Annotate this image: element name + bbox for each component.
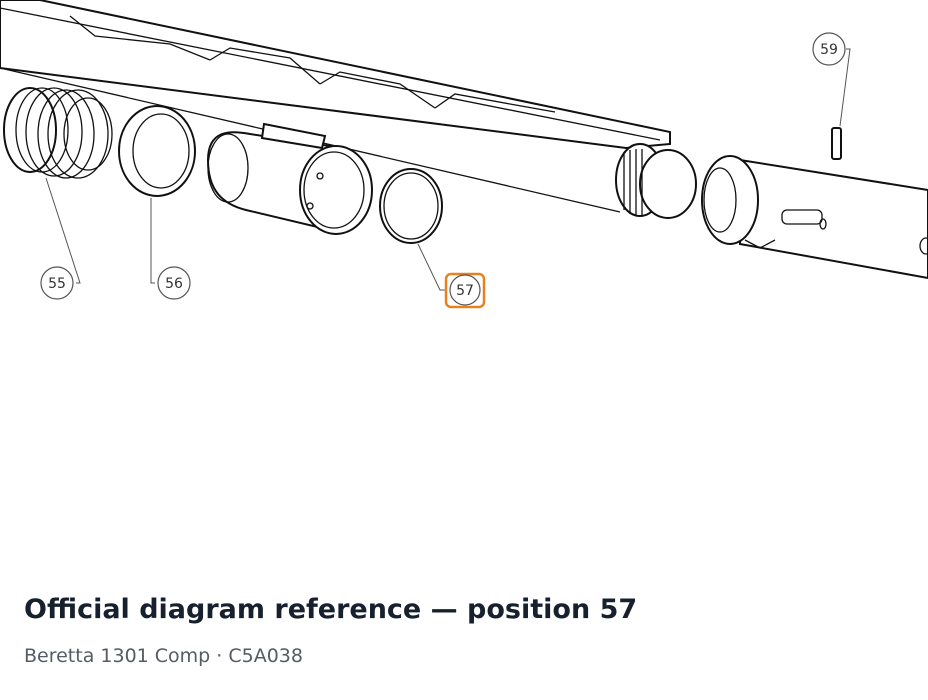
callout-56-label: 56	[165, 276, 183, 292]
caption-subtitle: Beretta 1301 Comp · C5A038	[24, 645, 303, 667]
callout-59[interactable]: 59	[812, 32, 846, 66]
piston-sleeve-part	[206, 122, 373, 235]
leader-lines	[45, 48, 851, 291]
receiver-part	[701, 155, 928, 280]
caption-title: Official diagram reference — position 57	[24, 594, 638, 625]
o-ring-part-57	[379, 168, 443, 244]
callout-59-label: 59	[820, 42, 838, 58]
pin-part-59	[831, 127, 842, 160]
callout-57-highlight-box	[444, 272, 486, 309]
barrel-part	[0, 0, 697, 219]
callout-57[interactable]: 57	[444, 272, 486, 309]
callout-55[interactable]: 55	[40, 266, 74, 300]
exploded-parts-diagram: 55 56 57 59	[0, 0, 928, 309]
ring-part-56	[118, 105, 196, 197]
callout-57-label: 57	[456, 283, 474, 299]
spring-part-55	[3, 87, 113, 179]
callout-56[interactable]: 56	[157, 266, 191, 300]
callout-55-label: 55	[48, 276, 66, 292]
